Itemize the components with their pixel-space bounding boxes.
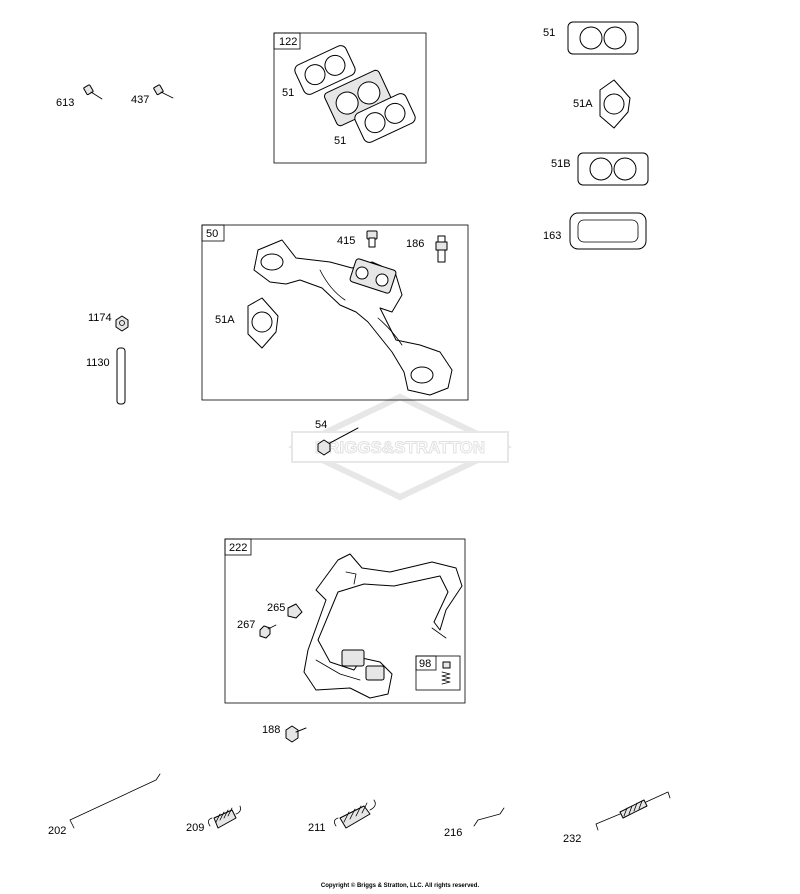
tube-1130[interactable]: 1130 bbox=[86, 347, 126, 405]
callout-51B-right: 51B bbox=[551, 158, 571, 170]
callout-186: 186 bbox=[406, 238, 424, 250]
callout-415: 415 bbox=[337, 235, 355, 247]
gasket-51B[interactable]: 51B bbox=[551, 152, 649, 186]
bolt-613[interactable]: 613 bbox=[56, 84, 103, 109]
bracket-kit-222[interactable]: 222 265 267 98 bbox=[224, 538, 466, 704]
bolt-54[interactable]: 54 bbox=[315, 419, 359, 456]
callout-265: 265 bbox=[267, 602, 285, 614]
callout-1174: 1174 bbox=[88, 312, 112, 324]
callout-216: 216 bbox=[444, 827, 462, 839]
bolt-188[interactable]: 188 bbox=[262, 724, 307, 743]
spring-232[interactable]: 232 bbox=[563, 791, 671, 845]
callout-51-right: 51 bbox=[543, 27, 555, 39]
callout-51A-mid: 51A bbox=[215, 314, 235, 326]
watermark-text: BRIGGS&STRATTON bbox=[315, 438, 485, 457]
callout-54: 54 bbox=[315, 419, 327, 431]
callout-211: 211 bbox=[308, 822, 326, 834]
manifold-kit-50[interactable]: 50 415 186 51A bbox=[201, 224, 469, 401]
gasket-51A-right[interactable]: 51A bbox=[573, 79, 631, 129]
gasket-163[interactable]: 163 bbox=[543, 212, 647, 250]
callout-202: 202 bbox=[48, 825, 66, 837]
callout-209: 209 bbox=[186, 822, 204, 834]
callout-50: 50 bbox=[206, 228, 218, 240]
callout-188: 188 bbox=[262, 724, 280, 736]
brand-watermark: BRIGGS&STRATTON bbox=[288, 393, 512, 501]
spring-209[interactable]: 209 bbox=[186, 805, 241, 834]
link-216[interactable]: 216 bbox=[444, 807, 505, 839]
gasket-51[interactable]: 51 bbox=[543, 21, 639, 55]
callout-51-upper: 51 bbox=[282, 87, 294, 99]
gasket-kit-122[interactable]: 122 51 51 bbox=[273, 32, 427, 164]
bolt-437[interactable]: 437 bbox=[131, 84, 174, 106]
callout-613: 613 bbox=[56, 97, 74, 109]
rod-202[interactable]: 202 bbox=[48, 773, 161, 837]
spring-211[interactable]: 211 bbox=[308, 799, 376, 834]
callout-222: 222 bbox=[229, 542, 247, 554]
callout-51A-right: 51A bbox=[573, 98, 593, 110]
callout-122: 122 bbox=[279, 36, 297, 48]
callout-267: 267 bbox=[237, 619, 255, 631]
callout-232: 232 bbox=[563, 833, 581, 845]
callout-163: 163 bbox=[543, 230, 561, 242]
callout-51-lower: 51 bbox=[334, 135, 346, 147]
callout-437: 437 bbox=[131, 94, 149, 106]
nut-1174[interactable]: 1174 bbox=[88, 312, 129, 332]
copyright-footer: Copyright © Briggs & Stratton, LLC. All … bbox=[320, 883, 480, 889]
callout-98: 98 bbox=[419, 658, 431, 670]
callout-1130: 1130 bbox=[86, 357, 110, 369]
